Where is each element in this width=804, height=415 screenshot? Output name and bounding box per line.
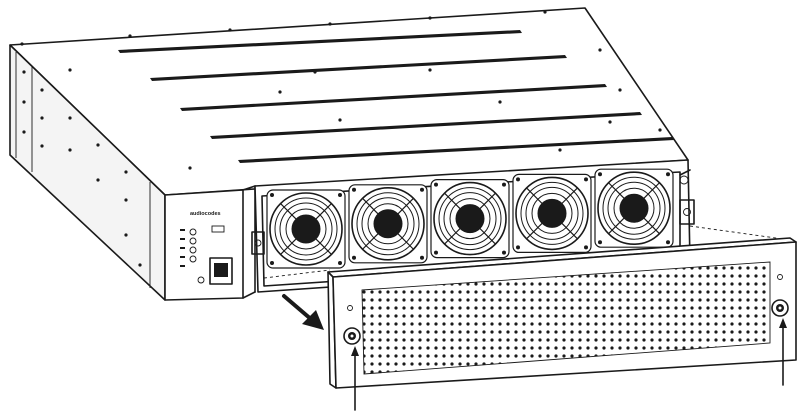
front-control-module: audiocodes [164,185,256,301]
fan-unit [512,173,592,253]
fan-unit [430,179,510,259]
fan-unit [266,189,346,269]
fan-unit [594,168,674,248]
cover-thumbscrew-right [771,299,789,317]
chassis-side-screws [22,70,142,267]
fan-tray-cover [327,237,797,389]
fan-unit [348,184,428,264]
chassis-top-screws [20,10,662,170]
chassis-top [9,7,689,196]
alignment-guide [263,269,331,279]
alignment-guide [689,225,791,241]
cover-perforated-grille [361,261,771,375]
cover-thumbscrew-left [343,327,361,345]
callout-pointer-right [779,318,787,386]
status-led-panel [180,225,225,284]
ethernet-port [209,257,233,285]
removal-direction-arrow [282,294,324,330]
bay-bracket-right [679,169,695,225]
callout-pointer-left [351,346,359,411]
brand-label: audiocodes [190,211,221,217]
fan-row [266,168,674,269]
bay-bracket-left [251,231,265,255]
